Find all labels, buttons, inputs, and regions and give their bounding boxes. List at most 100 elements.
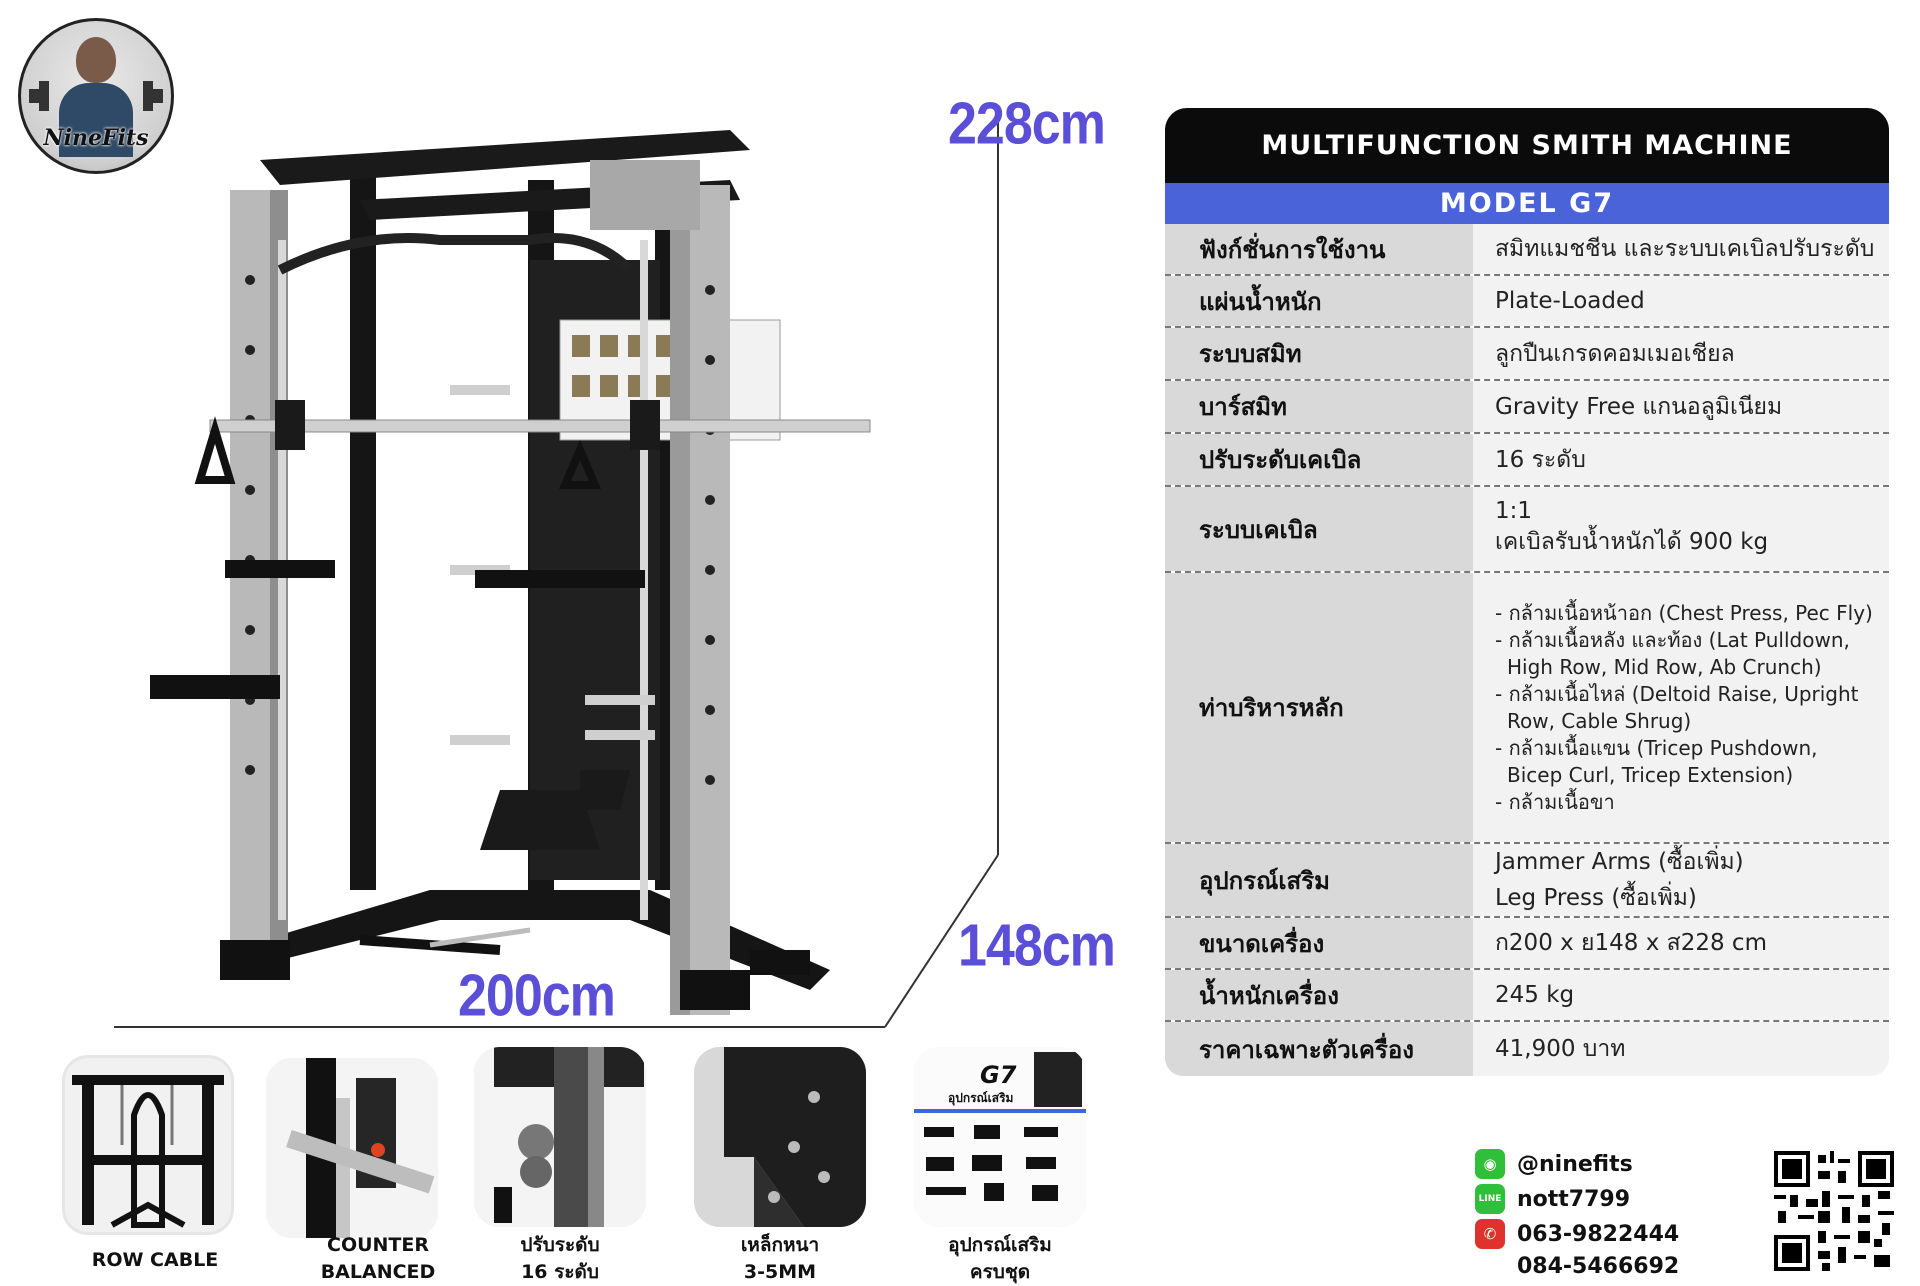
spec-value-line: - กล้ามเนื้อขา	[1495, 789, 1615, 814]
spec-label: ระบบเคเบิล	[1165, 487, 1473, 571]
phone-icon: ✆	[1475, 1219, 1505, 1249]
contact-social[interactable]: ◉ @ninefits	[1475, 1149, 1633, 1179]
counter-balanced-image	[266, 1058, 438, 1238]
spec-value-line: เคเบิลรับน้ำหนักได้ 900 kg	[1495, 529, 1769, 555]
qr-code-icon[interactable]	[1770, 1147, 1898, 1275]
spec-row-size: ขนาดเครื่อง ก200 x ย148 x ส228 cm	[1165, 918, 1889, 970]
spec-value-line: 245 kg	[1495, 982, 1575, 1008]
spec-label: ท่าบริหารหลัก	[1165, 573, 1473, 842]
spec-label: ราคาเฉพาะตัวเครื่อง	[1165, 1022, 1473, 1076]
caption-line: ROW CABLE	[91, 1249, 219, 1271]
spec-value: สมิทแมชชีน และระบบเคเบิลปรับระดับ	[1473, 224, 1889, 274]
caption-line: 16 ระดับ	[521, 1261, 599, 1283]
spec-value-line: - กล้ามเนื้อหลัง และท้อง (Lat Pulldown,	[1495, 627, 1850, 652]
spec-value-line: Gravity Free แกนอลูมิเนียม	[1495, 393, 1783, 420]
spec-value-line: Row, Cable Shrug)	[1507, 708, 1692, 733]
spec-value-line: Plate-Loaded	[1495, 288, 1645, 314]
accessories-thumb-subtitle: อุปกรณ์เสริม	[948, 1091, 1014, 1105]
spec-value-line: สมิทแมชชีน และระบบเคเบิลปรับระดับ	[1495, 236, 1875, 262]
spec-label: น้ำหนักเครื่อง	[1165, 970, 1473, 1020]
spec-value: 16 ระดับ	[1473, 434, 1889, 485]
feature-caption-thick-steel: เหล็กหนา 3-5MM	[670, 1232, 890, 1286]
spec-value: - กล้ามเนื้อหน้าอก (Chest Press, Pec Fly…	[1473, 573, 1889, 842]
feature-thumb-row-cable	[62, 1055, 234, 1235]
feature-caption-row-cable: ROW CABLE	[45, 1247, 265, 1274]
spec-row-weight: น้ำหนักเครื่อง 245 kg	[1165, 970, 1889, 1022]
spec-table: MULTIFUNCTION SMITH MACHINE MODEL G7 ฟัง…	[1165, 108, 1889, 1076]
logo-brand-text: NineFits	[43, 125, 149, 151]
accessories-image	[914, 1047, 1086, 1227]
spec-label: บาร์สมิท	[1165, 381, 1473, 432]
social-handle: @ninefits	[1517, 1151, 1633, 1177]
spec-value-line: Bicep Curl, Tricep Extension)	[1507, 762, 1794, 787]
caption-line: ปรับระดับ	[520, 1234, 600, 1256]
spec-label: แผ่นน้ำหนัก	[1165, 276, 1473, 326]
spec-model: MODEL G7	[1165, 183, 1889, 224]
spec-label: ฟังก์ชั่นการใช้งาน	[1165, 224, 1473, 274]
spec-row-cable-levels: ปรับระดับเคเบิล 16 ระดับ	[1165, 434, 1889, 487]
feature-caption-adjust-levels: ปรับระดับ 16 ระดับ	[450, 1232, 670, 1286]
height-dimension-label: 228cm	[948, 90, 1106, 158]
spec-value: ก200 x ย148 x ส228 cm	[1473, 918, 1889, 968]
spec-value-line: ก200 x ย148 x ส228 cm	[1495, 930, 1767, 956]
logo-person-body	[59, 83, 133, 157]
spec-value-line: - กล้ามเนื้อแขน (Tricep Pushdown,	[1495, 735, 1818, 760]
spec-value: ลูกปืนเกรดคอมเมอเชียล	[1473, 328, 1889, 379]
spec-value: Gravity Free แกนอลูมิเนียม	[1473, 381, 1889, 432]
width-dimension-label: 200cm	[458, 962, 616, 1030]
feature-thumb-thick-steel	[694, 1047, 866, 1227]
spec-row-plate: แผ่นน้ำหนัก Plate-Loaded	[1165, 276, 1889, 328]
adjust-levels-image	[474, 1047, 646, 1227]
thick-steel-image	[694, 1047, 866, 1227]
spec-label: อุปกรณ์เสริม	[1165, 844, 1473, 916]
spec-title: MULTIFUNCTION SMITH MACHINE	[1165, 108, 1889, 183]
phone-number-1: 063-9822444	[1517, 1222, 1680, 1247]
feature-caption-accessories: อุปกรณ์เสริม ครบชุด	[890, 1232, 1110, 1286]
depth-dimension-label: 148cm	[958, 912, 1116, 980]
spec-value: 1:1 เคเบิลรับน้ำหนักได้ 900 kg	[1473, 487, 1889, 571]
spec-value: 245 kg	[1473, 970, 1889, 1020]
caption-line: BALANCED	[320, 1261, 436, 1283]
feature-thumb-counter-balanced	[266, 1058, 438, 1238]
spec-row-accessories: อุปกรณ์เสริม Jammer Arms (ซื้อเพิ่ม) Leg…	[1165, 844, 1889, 918]
caption-line: เหล็กหนา	[740, 1234, 820, 1256]
caption-line: COUNTER	[327, 1234, 429, 1256]
feature-thumb-adjust-levels	[474, 1047, 646, 1227]
caption-line: 3-5MM	[743, 1261, 817, 1283]
feature-thumb-accessories: G7 อุปกรณ์เสริม	[914, 1047, 1086, 1227]
spec-value: Plate-Loaded	[1473, 276, 1889, 326]
spec-row-price: ราคาเฉพาะตัวเครื่อง 41,900 บาท	[1165, 1022, 1889, 1076]
spec-value-line: High Row, Mid Row, Ab Crunch)	[1507, 654, 1822, 679]
spec-row-cable-system: ระบบเคเบิล 1:1 เคเบิลรับน้ำหนักได้ 900 k…	[1165, 487, 1889, 573]
caption-line: อุปกรณ์เสริม	[948, 1234, 1052, 1256]
spec-row-smith-system: ระบบสมิท ลูกปืนเกรดคอมเมอเชียล	[1165, 328, 1889, 381]
line-icon: LINE	[1475, 1184, 1505, 1214]
spec-value-line: Leg Press (ซื้อเพิ่ม)	[1495, 885, 1697, 911]
social-icon: ◉	[1475, 1149, 1505, 1179]
smith-machine-image	[114, 110, 999, 1028]
spec-label: ระบบสมิท	[1165, 328, 1473, 379]
spec-value: 41,900 บาท	[1473, 1022, 1889, 1076]
spec-value-line: Jammer Arms (ซื้อเพิ่ม)	[1495, 849, 1744, 875]
accessories-thumb-title: G7	[980, 1061, 1017, 1089]
spec-value-line: - กล้ามเนื้อไหล่ (Deltoid Raise, Upright	[1495, 681, 1859, 706]
spec-value-line: ลูกปืนเกรดคอมเมอเชียล	[1495, 340, 1735, 367]
spec-row-function: ฟังก์ชั่นการใช้งาน สมิทแมชชีน และระบบเคเ…	[1165, 224, 1889, 276]
spec-value-line: 16 ระดับ	[1495, 446, 1586, 473]
logo-person-head	[76, 37, 116, 83]
spec-row-smith-bar: บาร์สมิท Gravity Free แกนอลูมิเนียม	[1165, 381, 1889, 434]
ninefits-logo: NineFits	[18, 18, 174, 174]
spec-label: ปรับระดับเคเบิล	[1165, 434, 1473, 485]
row-cable-image	[72, 1075, 224, 1228]
contact-phone[interactable]: ✆ 063-9822444 084-5466692	[1475, 1219, 1679, 1283]
feature-caption-counter-balanced: COUNTER BALANCED	[268, 1232, 488, 1286]
spec-value-line: - กล้ามเนื้อหน้าอก (Chest Press, Pec Fly…	[1495, 600, 1873, 625]
spec-label: ขนาดเครื่อง	[1165, 918, 1473, 968]
contact-line[interactable]: LINE nott7799	[1475, 1184, 1630, 1214]
dumbbell-icon	[29, 81, 163, 111]
caption-line: ครบชุด	[969, 1261, 1031, 1283]
phone-number-2: 084-5466692	[1517, 1254, 1680, 1279]
line-id: nott7799	[1517, 1186, 1631, 1212]
spec-value-line: 1:1	[1495, 498, 1533, 524]
spec-row-exercises: ท่าบริหารหลัก - กล้ามเนื้อหน้าอก (Chest …	[1165, 573, 1889, 844]
